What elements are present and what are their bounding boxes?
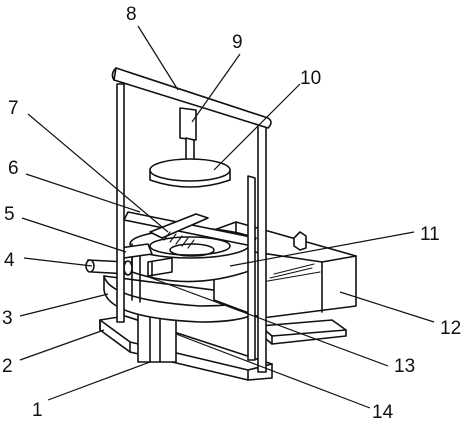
callout-9: 9	[232, 32, 243, 53]
leader-6	[25, 173, 141, 213]
callout-7: 7	[8, 98, 19, 119]
leader-14	[175, 333, 371, 409]
callout-2: 2	[2, 356, 13, 377]
leader-11	[229, 231, 415, 267]
callout-8: 8	[126, 4, 137, 25]
callout-12: 12	[440, 318, 461, 339]
side-bracket	[119, 243, 173, 303]
callout-13: 13	[394, 356, 415, 377]
handle-rod	[85, 259, 133, 276]
callout-10: 10	[300, 68, 321, 89]
callout-5: 5	[4, 204, 15, 225]
leader-12	[339, 291, 435, 323]
leader-8	[137, 25, 179, 91]
leader-2	[19, 329, 105, 361]
callout-11: 11	[420, 224, 440, 245]
leader-4	[23, 257, 93, 267]
leader-3	[19, 293, 109, 317]
press-plate	[149, 158, 231, 188]
callout-labels: 1 2 3 4 5 6 7 8 9 10 11 12 13 14	[2, 4, 461, 423]
leader-10	[213, 83, 301, 171]
callout-6: 6	[8, 158, 19, 179]
leader-9	[191, 53, 241, 123]
top-beam	[111, 67, 272, 129]
leader-13	[145, 275, 389, 367]
callout-4: 4	[4, 250, 15, 271]
center-support-column	[137, 311, 177, 363]
leader-5	[21, 217, 127, 253]
press-cylinder	[179, 107, 197, 163]
leader-lines	[19, 25, 435, 409]
callout-3: 3	[2, 308, 13, 329]
callout-1: 1	[32, 400, 43, 421]
leader-1	[47, 361, 151, 401]
leader-7	[27, 113, 169, 233]
callout-14: 14	[372, 402, 394, 423]
